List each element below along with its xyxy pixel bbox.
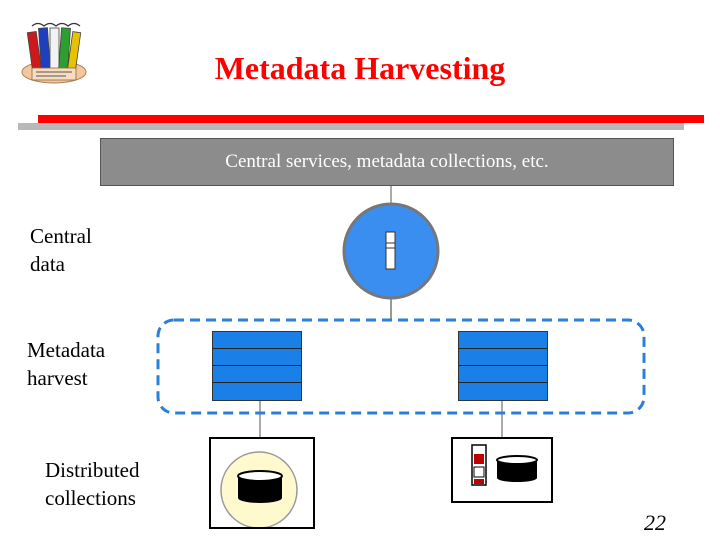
metadata-stack-right xyxy=(458,331,548,401)
database-disk-icon xyxy=(220,451,298,529)
page-title: Metadata Harvesting xyxy=(214,50,506,86)
central-services-banner: Central services, metadata collections, … xyxy=(100,138,674,186)
banner-text: Central services, metadata collections, … xyxy=(225,151,549,172)
collection-left xyxy=(209,437,315,529)
metadata-stack-left xyxy=(212,331,302,401)
collection-right xyxy=(451,437,553,503)
central-server-icon xyxy=(385,231,396,270)
title-rule-shadow xyxy=(18,123,684,130)
central-data-node xyxy=(342,202,440,300)
page-number: 22 xyxy=(644,510,666,535)
books-logo-icon xyxy=(21,22,87,84)
server-database-icon xyxy=(471,444,538,486)
title-rule xyxy=(38,115,704,123)
